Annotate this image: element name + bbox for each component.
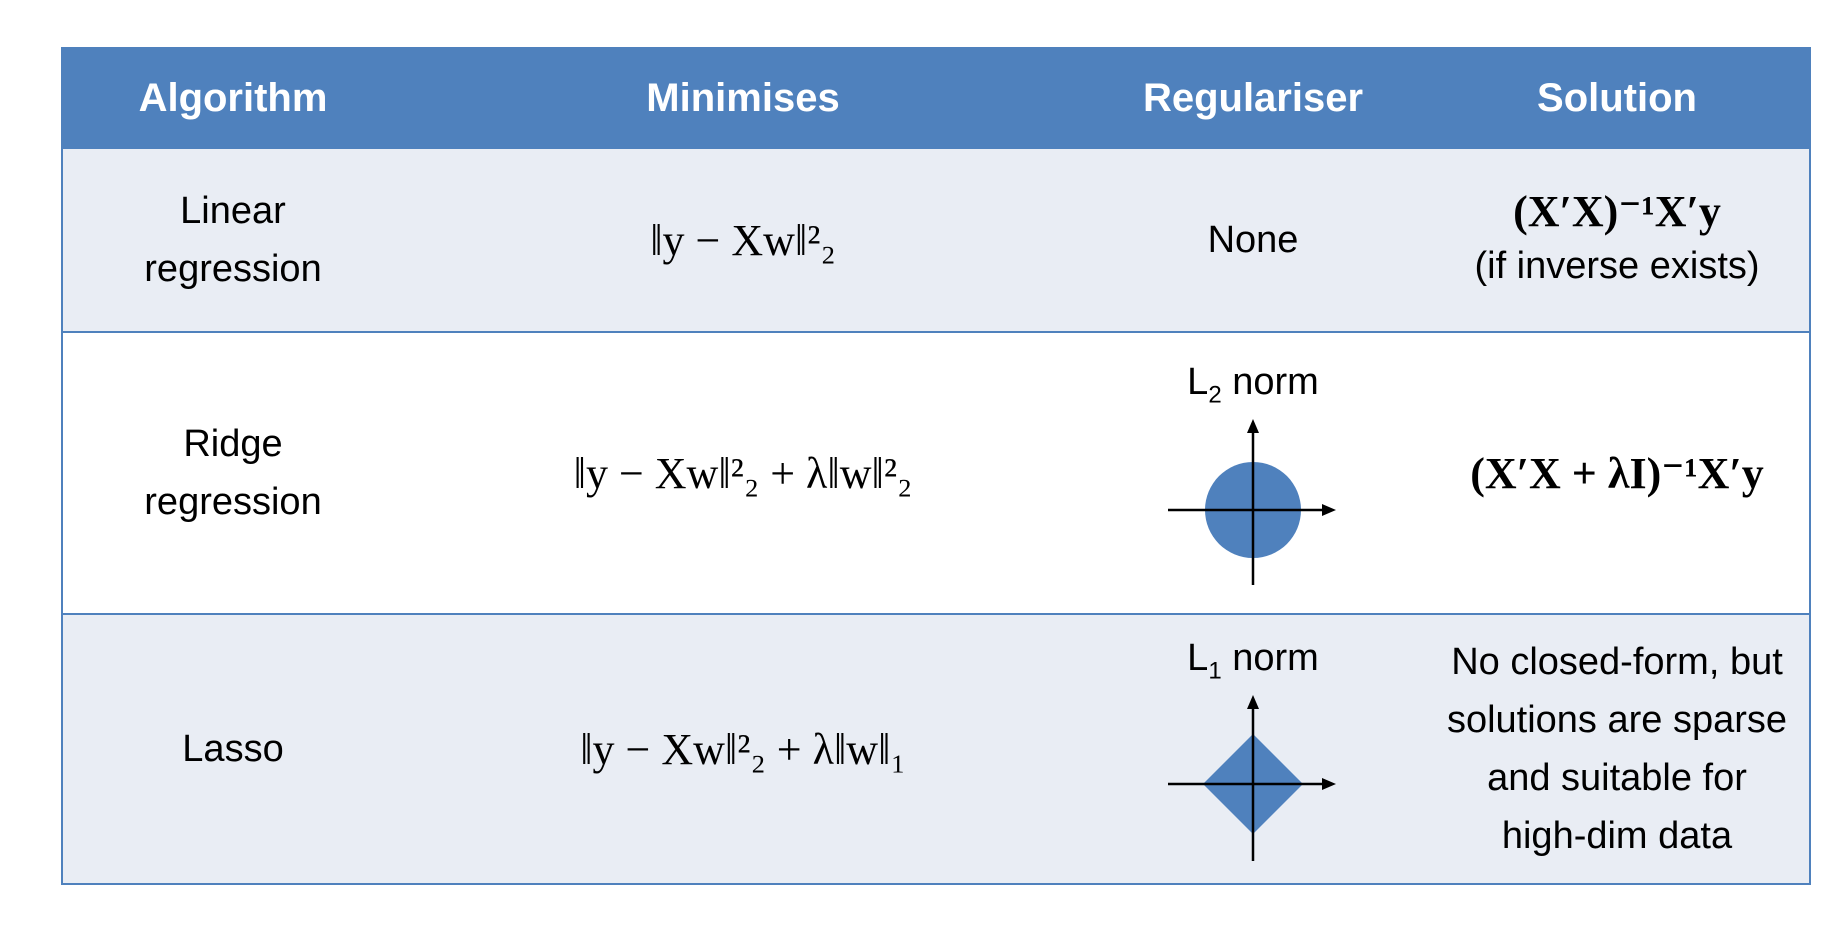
regulariser-label: L1 norm bbox=[1187, 636, 1319, 685]
solution-formula: (X′X)⁻¹X′y bbox=[1513, 186, 1721, 236]
y-axis-arrow bbox=[1247, 419, 1259, 434]
solution-formula: (X′X + λI)⁻¹X′y bbox=[1470, 448, 1764, 498]
x-axis-arrow bbox=[1322, 778, 1336, 791]
header-algorithm: Algorithm bbox=[138, 75, 328, 120]
minimises-formula: ‖y − Xw‖²₂ + λ‖w‖₁ bbox=[580, 724, 906, 774]
solution-text: No closed-form, but solutions are sparse… bbox=[1446, 641, 1788, 857]
comparison-table: Algorithm Minimises Regulariser Solution… bbox=[61, 47, 1811, 885]
x-axis-arrow bbox=[1322, 504, 1336, 517]
header-solution: Solution bbox=[1537, 75, 1697, 120]
table-header: Algorithm Minimises Regulariser Solution bbox=[63, 49, 1809, 147]
regulariser-cell: L1 norm bbox=[1168, 637, 1338, 862]
solution-cell: (X′X)⁻¹X′y (if inverse exists) bbox=[1474, 186, 1759, 295]
header-regulariser: Regulariser bbox=[1142, 75, 1364, 120]
table-row-linear-regression: Linear regression ‖y − Xw‖²₂ None (X′X)⁻… bbox=[63, 147, 1809, 331]
header-minimises: Minimises bbox=[646, 75, 840, 120]
solution-note: (if inverse exists) bbox=[1474, 244, 1760, 287]
table-row-lasso: Lasso ‖y − Xw‖²₂ + λ‖w‖₁ L1 norm No clos… bbox=[63, 613, 1809, 883]
minimises-formula: ‖y − Xw‖²₂ bbox=[650, 215, 836, 265]
regulariser-cell: L2 norm bbox=[1168, 361, 1338, 586]
l2-norm-circle-diagram bbox=[1168, 419, 1336, 586]
algorithm-name: Lasso bbox=[182, 728, 284, 770]
y-axis-arrow bbox=[1247, 695, 1259, 710]
algorithm-name: Ridge regression bbox=[144, 423, 322, 523]
algorithm-name: Linear regression bbox=[144, 190, 322, 290]
l1-norm-diamond-diagram bbox=[1168, 695, 1336, 862]
minimises-formula: ‖y − Xw‖²₂ + λ‖w‖²₂ bbox=[573, 448, 913, 498]
regulariser-value: None bbox=[1207, 219, 1299, 261]
regulariser-label: L2 norm bbox=[1187, 360, 1319, 409]
table-row-ridge-regression: Ridge regression ‖y − Xw‖²₂ + λ‖w‖²₂ L2 … bbox=[63, 331, 1809, 613]
